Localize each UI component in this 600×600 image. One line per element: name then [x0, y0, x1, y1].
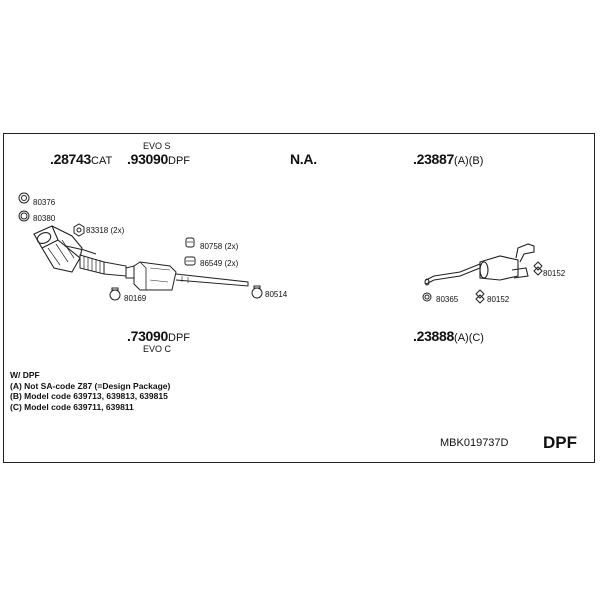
evo-c-label: EVO C	[143, 344, 172, 354]
clamp-icon	[184, 256, 196, 266]
part-28743[interactable]: .28743CAT	[50, 151, 112, 167]
dpf-filter-icon	[125, 261, 249, 291]
label-80376: 80376	[33, 198, 56, 207]
part-93090[interactable]: .93090DPF	[127, 151, 190, 167]
evo-s-label: EVO S	[143, 141, 171, 151]
label-86549: 86549 (2x)	[200, 259, 239, 268]
type-badge: DPF	[543, 433, 577, 452]
clamp-ring-icon	[253, 285, 261, 289]
gasket-ring-icon	[20, 212, 28, 220]
part-na: N.A.	[290, 151, 317, 167]
clamp-ring-icon	[111, 287, 119, 291]
part-suffix: (A)(B)	[454, 155, 484, 167]
rubber-mount-icon	[533, 261, 543, 271]
rubber-mount-icon	[475, 289, 485, 299]
gasket-ring-icon	[18, 192, 30, 204]
part-number: .73090	[127, 328, 169, 344]
clamp-ring-icon	[251, 287, 263, 299]
part-number: .28743	[50, 151, 92, 167]
label-80152-a: 80152	[543, 269, 566, 278]
catalytic-converter-icon	[33, 225, 97, 273]
part-23887[interactable]: .23887(A)(B)	[413, 151, 483, 167]
clamp-ring-icon	[422, 292, 432, 302]
kit-code: MBK019737D	[440, 437, 509, 449]
clamp-icon	[185, 237, 195, 248]
part-suffix: DPF	[168, 332, 191, 344]
diagram-frame	[3, 133, 595, 463]
part-23888[interactable]: .23888(A)(C)	[413, 328, 484, 344]
label-80514: 80514	[265, 290, 288, 299]
label-80365: 80365	[436, 295, 459, 304]
rubber-mount-icon	[475, 294, 485, 304]
gasket-ring-icon	[18, 210, 30, 222]
nut-icon	[76, 227, 82, 233]
rear-muffler-icon	[424, 243, 535, 286]
note-line: (C) Model code 639711, 639811	[10, 401, 134, 412]
part-suffix: (A)(C)	[454, 332, 484, 344]
part-suffix: DPF	[168, 155, 191, 167]
part-number: .93090	[127, 151, 169, 167]
na-label: N.A.	[290, 151, 317, 167]
clamp-ring-icon	[424, 294, 430, 300]
flex-pipe-icon	[79, 254, 127, 277]
note-line: (B) Model code 639713, 639813, 639815	[10, 391, 168, 401]
label-80380: 80380	[33, 214, 56, 223]
label-83318: 83318 (2x)	[86, 226, 125, 235]
nut-icon	[73, 223, 85, 237]
clamp-ring-icon	[109, 289, 121, 301]
label-80169: 80169	[124, 294, 147, 303]
notes-block: W/ DPF (A) Not SA-code Z87 (=Design Pack…	[10, 370, 170, 412]
gasket-ring-icon	[21, 195, 27, 201]
rubber-mount-icon	[533, 266, 543, 276]
part-suffix: CAT	[91, 155, 113, 167]
note-line: (A) Not SA-code Z87 (=Design Package)	[10, 380, 171, 391]
part-number: .23888	[413, 328, 455, 344]
label-80152-b: 80152	[487, 295, 510, 304]
note-line: W/ DPF	[10, 370, 40, 380]
part-number: .23887	[413, 151, 455, 167]
label-80758: 80758 (2x)	[200, 242, 239, 251]
part-73090[interactable]: .73090DPF	[127, 328, 190, 344]
